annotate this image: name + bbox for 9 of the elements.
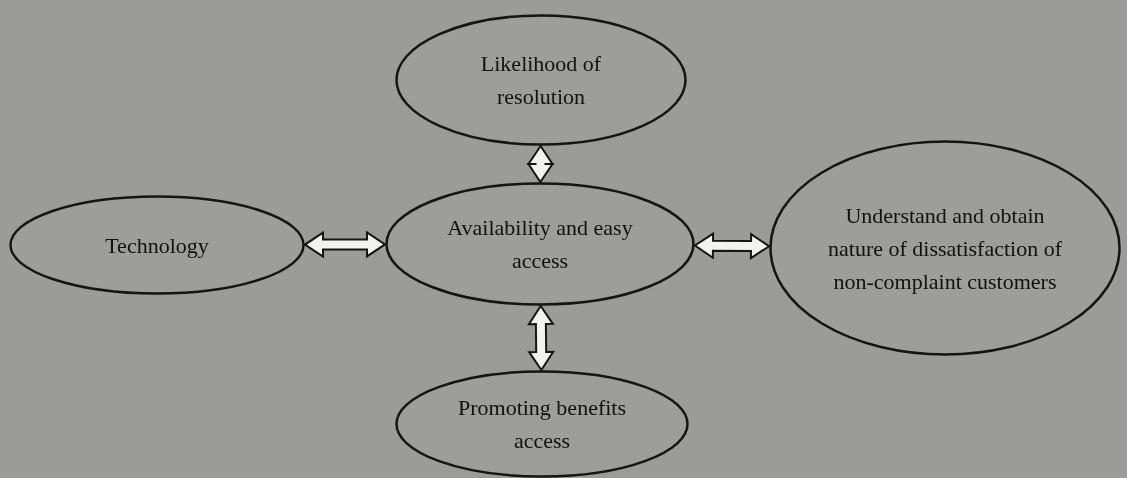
double-arrow <box>693 231 771 260</box>
double-arrow <box>526 144 555 184</box>
node-label: Technology <box>104 231 210 260</box>
node-label: Likelihood of resolution <box>479 50 603 111</box>
double-arrow <box>527 304 556 372</box>
node-label: Availability and easy access <box>446 214 634 275</box>
node-label: Understand and obtain nature of dissatisfaction of non-complaint customers <box>827 201 1063 296</box>
node-label: Promoting benefits access <box>456 394 627 455</box>
double-arrow <box>303 230 387 259</box>
